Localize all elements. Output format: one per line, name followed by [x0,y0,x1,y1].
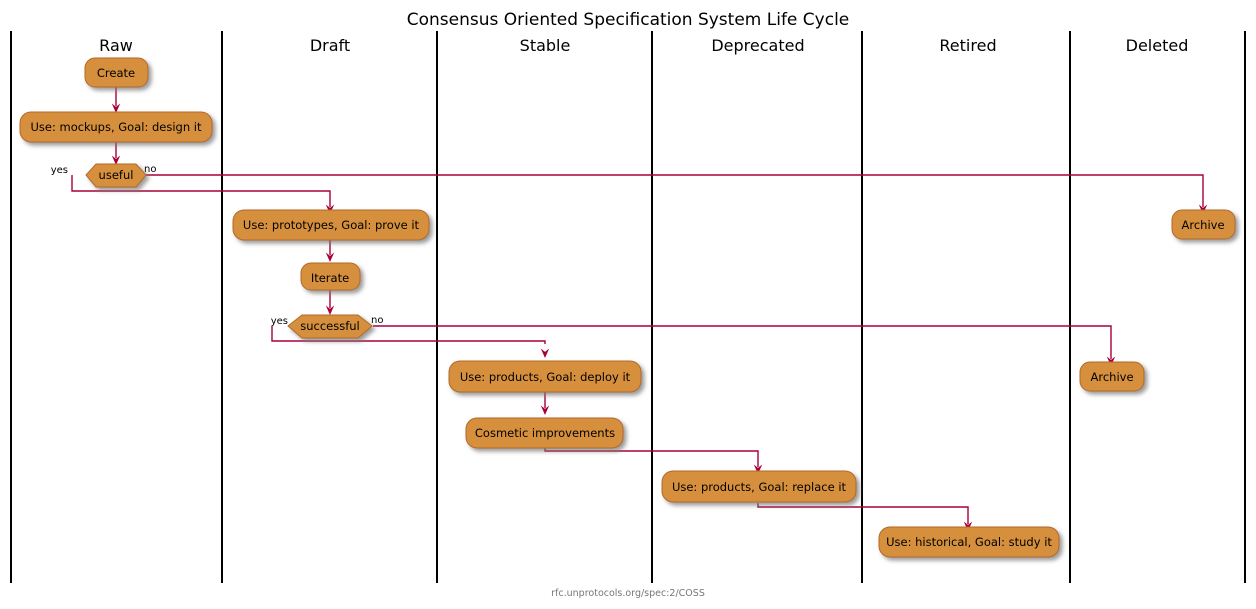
node-replace[interactable]: Use: products, Goal: replace it [661,470,857,503]
node-mockups[interactable]: Use: mockups, Goal: design it [19,111,213,143]
guard-useful-yes: yes [51,165,68,176]
node-prototypes-label: Use: prototypes, Goal: prove it [243,218,420,232]
node-iterate-label: Iterate [311,271,349,285]
node-create-shape[interactable] [84,57,149,88]
node-cosmetic[interactable]: Cosmetic improvements [465,417,624,449]
node-deploy-label: Use: products, Goal: deploy it [460,370,631,384]
node-useful-shape[interactable] [85,163,147,188]
node-deploy-shape[interactable] [448,360,642,393]
edge-cosmetic-to-replace [544,448,759,467]
node-successful-label: successful [300,319,360,333]
lane-header-deprecated: Deprecated [711,36,804,55]
node-cosmetic-shape[interactable] [465,417,624,449]
node-archive-deleted[interactable]: Archive [1171,209,1236,240]
lane-separators [10,31,1246,583]
node-study-label: Use: historical, Goal: study it [886,535,1052,549]
node-prototypes[interactable]: Use: prototypes, Goal: prove it [232,209,430,241]
node-archive-deleted-label: Archive [1181,218,1224,232]
guard-successful-yes: yes [271,316,288,327]
edge-replace-to-study [757,503,969,524]
arrowhead-useful-no-to-archive-deleted [1198,204,1208,214]
lane-header-stable: Stable [520,36,571,55]
node-study[interactable]: Use: historical, Goal: study it [878,526,1060,558]
node-mockups-shape[interactable] [19,111,213,143]
arrowhead-prototypes-to-iterate [325,252,335,262]
diagram-title: Consensus Oriented Specification System … [407,10,850,30]
node-deploy[interactable]: Use: products, Goal: deploy it [448,360,642,393]
node-mockups-label: Use: mockups, Goal: design it [30,120,201,134]
flow-edges [71,87,1208,531]
node-useful[interactable]: useful [85,163,147,188]
node-cosmetic-label: Cosmetic improvements [475,426,615,440]
arrowhead-mockups-to-useful [111,155,121,165]
arrowhead-create-to-mockups [111,103,121,113]
lane-header-raw: Raw [99,36,133,55]
arrowhead-cosmetic-to-replace [753,464,763,474]
lane-header-draft: Draft [310,36,350,55]
node-create[interactable]: Create [84,57,149,88]
lane-headers: Raw Draft Stable Deprecated Retired Dele… [99,36,1188,55]
guard-useful-no: no [144,164,156,175]
node-replace-label: Use: products, Goal: replace it [672,480,847,494]
node-archive-retired-label: Archive [1090,370,1133,384]
node-archive-retired-shape[interactable] [1079,361,1145,392]
node-archive-deleted-shape[interactable] [1171,209,1236,240]
node-replace-shape[interactable] [661,470,857,503]
arrowhead-deploy-to-cosmetic [540,405,550,415]
arrowhead-iterate-to-successful [325,305,335,315]
edge-successful-yes-to-deploy [271,326,546,344]
arrowhead-useful-yes-to-prototypes [325,204,335,214]
node-successful[interactable]: successful [287,314,373,339]
node-iterate[interactable]: Iterate [300,262,361,291]
arrowhead-successful-yes-to-deploy [540,348,550,358]
lane-header-retired: Retired [939,36,996,55]
arrowhead-successful-no-to-archive-retired [1106,356,1116,366]
node-prototypes-shape[interactable] [232,209,430,241]
edge-useful-no-to-archive-deleted [139,174,1204,207]
activity-nodes: Create Use: mockups, Goal: design it use… [19,57,1236,558]
edge-useful-yes-to-prototypes [71,175,331,207]
node-iterate-shape[interactable] [300,262,361,291]
edge-successful-no-to-archive-retired [373,325,1112,359]
node-create-label: Create [97,66,135,80]
node-successful-shape[interactable] [287,314,373,339]
lane-header-deleted: Deleted [1126,36,1189,55]
guard-successful-no: no [371,315,383,326]
node-useful-label: useful [99,168,134,182]
node-study-shape[interactable] [878,526,1060,558]
diagram-footer: rfc.unprotocols.org/spec:2/COSS [551,588,705,599]
node-archive-retired[interactable]: Archive [1079,361,1145,392]
arrowhead-replace-to-study [963,521,973,531]
